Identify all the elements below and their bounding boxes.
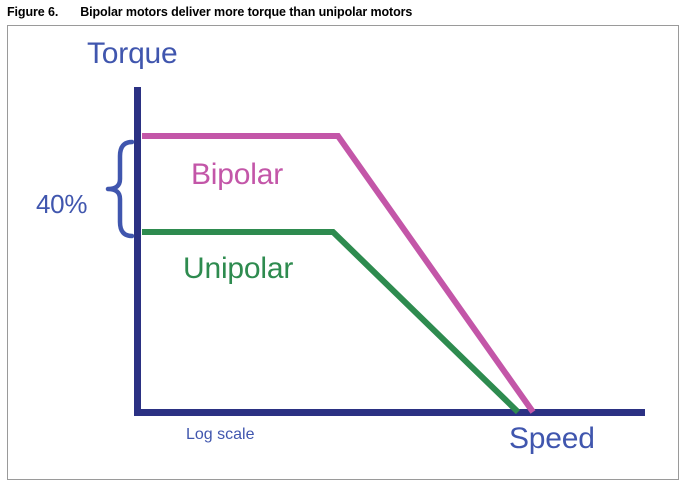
x-axis-title: Speed (509, 422, 595, 455)
y-axis-line (134, 87, 141, 416)
figure-title: Bipolar motors deliver more torque than … (80, 5, 413, 19)
series-label-unipolar: Unipolar (183, 252, 294, 285)
figure-frame: Torque Speed Log scale Bipolar Unipolar … (7, 25, 679, 480)
figure-number-label: Figure 6. (7, 5, 59, 19)
torque-gap-value-label: 40% (36, 189, 88, 219)
torque-gap-brace (105, 139, 135, 239)
x-axis-line (134, 409, 645, 416)
figure-caption: Figure 6. Bipolar motors deliver more to… (7, 2, 683, 22)
y-axis-title: Torque (87, 37, 178, 70)
series-label-bipolar: Bipolar (191, 158, 283, 191)
x-axis-scale-note: Log scale (186, 426, 255, 443)
